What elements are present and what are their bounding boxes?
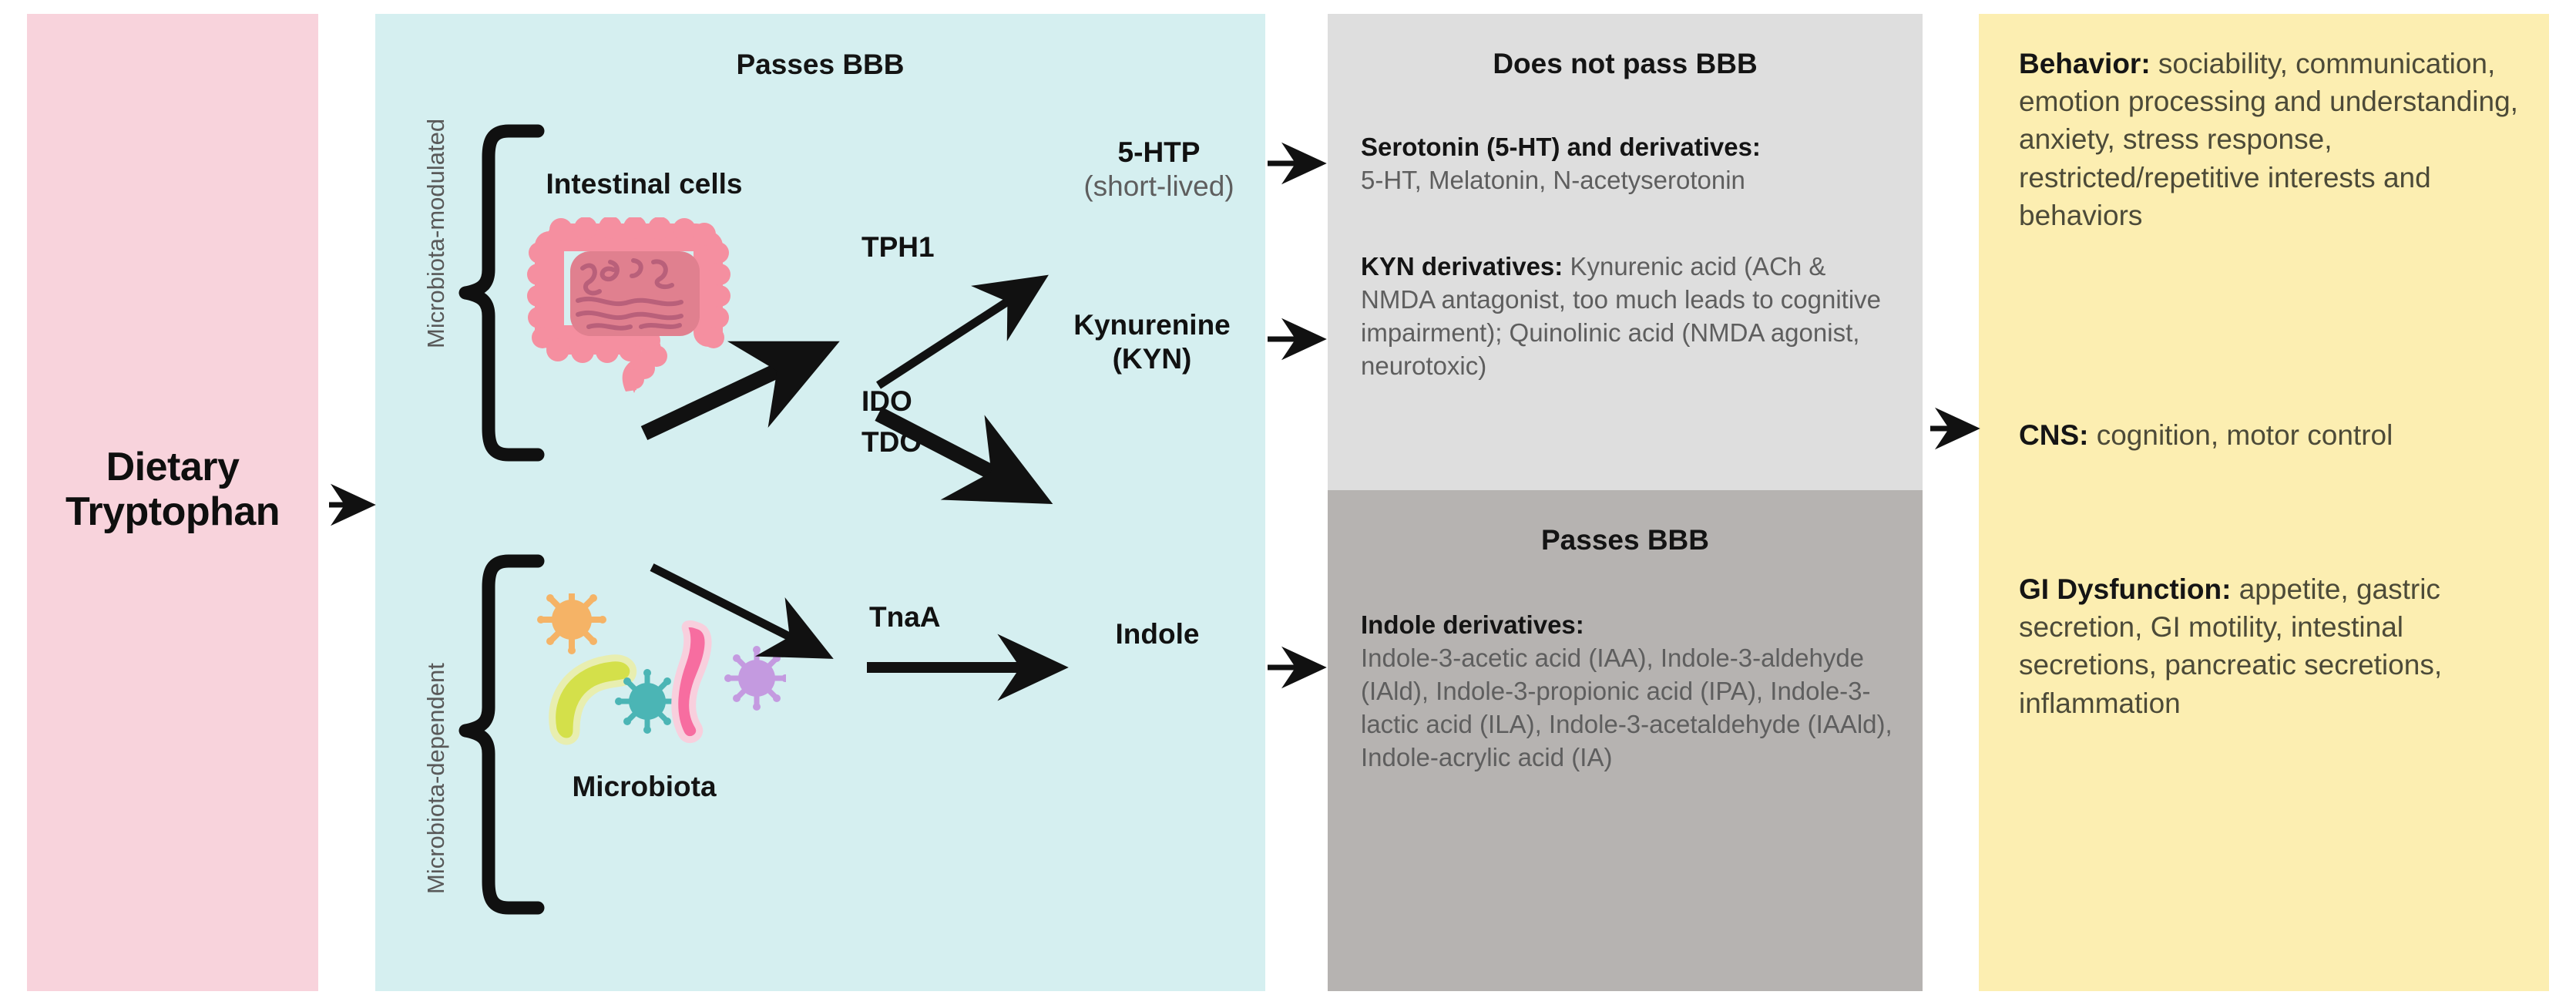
intestine-icon — [524, 216, 732, 398]
gut-panel-header: Passes BBB — [736, 49, 905, 80]
passes-bbb-header: Passes BBB — [1540, 524, 1709, 556]
metabolite-indole: Indole — [1115, 618, 1200, 650]
indole-derivatives-block: Indole derivatives: Indole-3-acetic acid… — [1361, 609, 1900, 774]
kyn-derivatives-block: KYN derivatives: Kynurenic acid (ACh & N… — [1361, 250, 1900, 383]
indole-derivatives-body: Indole-3-acetic acid (IAA), Indole-3-ald… — [1361, 643, 1893, 771]
serotonin-label: Serotonin (5-HT) and derivatives: — [1361, 133, 1761, 161]
brace-modulated-icon — [455, 123, 547, 466]
microbe-purple — [724, 646, 789, 711]
indole-derivatives-label: Indole derivatives: — [1361, 610, 1584, 639]
panel-dietary-tryptophan — [27, 14, 318, 991]
outcome-behavior: Behavior: sociability, communication, em… — [2019, 45, 2527, 234]
outcome-behavior-label: Behavior: — [2019, 48, 2151, 79]
serotonin-body: 5-HT, Melatonin, N-acetyserotonin — [1361, 165, 1745, 194]
microbe-orange — [537, 585, 606, 654]
axis-label-microbiota-dependent: Microbiota-dependent — [422, 663, 449, 894]
metabolite-5htp-note: (short-lived) — [1083, 170, 1234, 202]
does-not-pass-bbb-header: Does not pass BBB — [1493, 48, 1758, 79]
panel-passes-bbb — [1328, 490, 1923, 991]
panel-gut — [375, 14, 1265, 991]
outcome-gi-label: GI Dysfunction: — [2019, 573, 2232, 605]
outcome-cns-body: cognition, motor control — [2088, 419, 2393, 451]
microbe-teal — [615, 669, 680, 734]
enzyme-tdo: TDO — [861, 426, 922, 458]
enzyme-tnaa: TnaA — [869, 601, 941, 633]
panel-does-not-pass-bbb — [1328, 14, 1923, 490]
serotonin-block: Serotonin (5-HT) and derivatives: 5-HT, … — [1361, 131, 1916, 197]
metabolite-5htp: 5-HTP (short-lived) — [1063, 136, 1255, 203]
metabolite-kynurenine: Kynurenine (KYN) — [1049, 308, 1255, 375]
dietary-tryptophan-title: Dietary Tryptophan — [27, 445, 318, 534]
outcome-gi-body: appetite, gastric secretion, GI motility… — [2019, 573, 2443, 719]
dietary-line-1: Dietary — [106, 445, 240, 489]
dietary-line-2: Tryptophan — [65, 489, 280, 535]
outcome-cns-label: CNS: — [2019, 419, 2089, 451]
panel-outcomes — [1979, 14, 2549, 991]
outcome-cns: CNS: cognition, motor control — [2019, 416, 2527, 454]
intestinal-cells-title: Intestinal cells — [546, 168, 743, 200]
enzyme-ido: IDO — [861, 385, 912, 417]
microbiota-title: Microbiota — [572, 771, 717, 802]
brace-dependent-icon — [455, 553, 547, 919]
microbe-pink — [671, 620, 712, 744]
kyn-derivatives-body: Kynurenic acid (ACh & NMDA antagonist, t… — [1361, 252, 1882, 380]
enzyme-tph1: TPH1 — [861, 231, 935, 263]
metabolite-kyn-abbr: (KYN) — [1112, 342, 1192, 375]
microbiota-icon — [532, 585, 789, 775]
metabolite-kyn-name: Kynurenine — [1073, 309, 1231, 341]
kyn-derivatives-label: KYN derivatives: — [1361, 252, 1563, 281]
axis-label-microbiota-modulated: Microbiota-modulated — [422, 118, 449, 348]
outcome-behavior-body: sociability, communication, emotion proc… — [2019, 48, 2518, 231]
outcome-gi: GI Dysfunction: appetite, gastric secret… — [2019, 570, 2527, 722]
metabolite-5htp-name: 5-HTP — [1117, 136, 1201, 168]
